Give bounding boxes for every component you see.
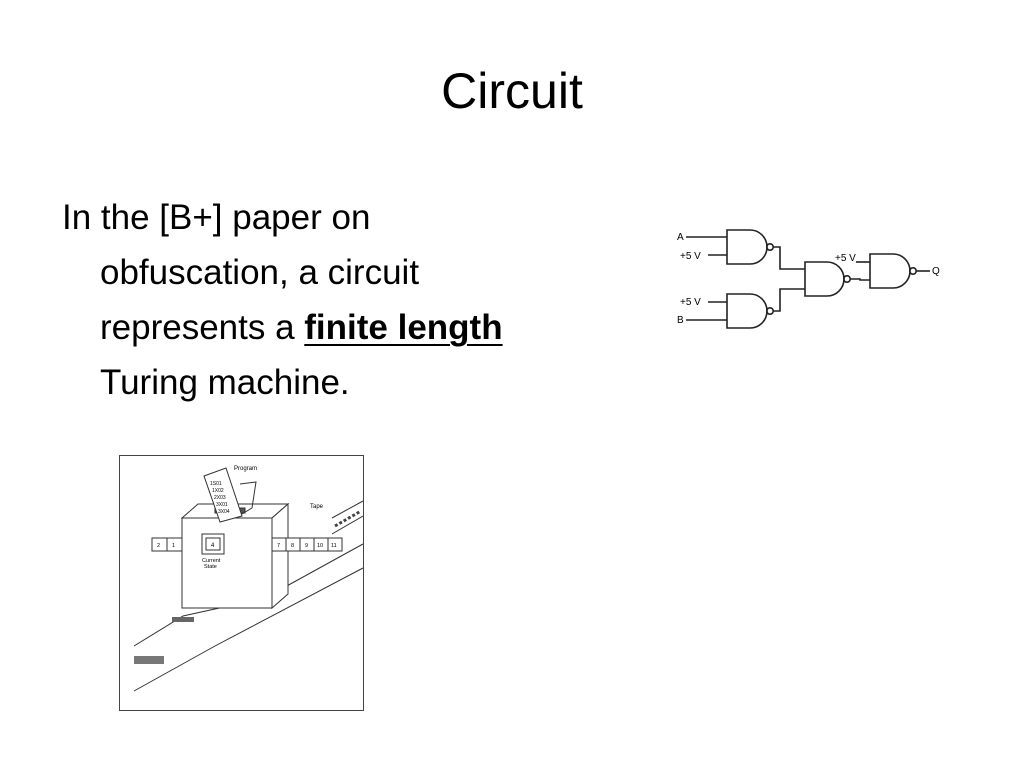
state-label-state: State [204, 564, 217, 570]
nand-gate-middle [804, 261, 845, 297]
slide-title: Circuit [441, 63, 583, 119]
program-line-2: 1X02 [212, 488, 224, 494]
tape-label: Tape [310, 504, 324, 510]
floor-back-edge [133, 567, 363, 692]
body-line-3-text: represents a [100, 308, 305, 347]
nand-gate-bottom [726, 293, 768, 329]
state-label-current: Current [202, 558, 221, 564]
vcc-top-label: +5 V [680, 251, 701, 262]
tape-cell-left-2: 1 [172, 543, 175, 549]
tape-cell-right-1: 7 [277, 543, 280, 549]
tape-cell-right-5: 11 [331, 543, 337, 549]
body-line-4: Turing machine. [100, 363, 350, 402]
nand-gate-top [726, 229, 768, 265]
slide-body-text: In the [B+] paper on obfuscation, a circ… [62, 190, 602, 410]
turing-machine-illustration: Program 1S01 1X02 2X03 3X01 3X04 Tape 4 … [119, 455, 364, 711]
tape-cell-right-4: 10 [317, 543, 323, 549]
tape-cell-right-2: 8 [291, 543, 294, 549]
program-line-4: 3X01 [216, 502, 228, 508]
tape-cell-left-1: 2 [157, 543, 160, 549]
emphasis-finite-length: finite length [304, 308, 503, 347]
output-q-label: Q [932, 266, 940, 277]
machine-box [181, 517, 273, 609]
tape-strip [331, 500, 363, 519]
program-label: Program [234, 466, 257, 472]
body-line-1: In the [B+] paper on [62, 198, 371, 237]
nand-circuit-svg: A +5 V +5 V B +5 V Q [677, 229, 940, 329]
turing-machine-svg: Program 1S01 1X02 2X03 3X01 3X04 Tape 4 … [133, 466, 363, 692]
program-paper [203, 467, 243, 523]
nand-circuit-diagram: A +5 V +5 V B +5 V Q [672, 222, 952, 332]
body-line-3: represents a finite length [62, 300, 602, 355]
body-line-2: obfuscation, a circuit [100, 253, 420, 292]
program-line-3: 2X03 [214, 495, 226, 501]
vcc-middle-label: +5 V [835, 253, 856, 264]
state-value: 4 [211, 543, 215, 549]
input-b-label: B [677, 315, 684, 326]
input-a-label: A [677, 232, 684, 243]
nand-gate-output [869, 253, 911, 289]
tape-cell-right-3: 9 [305, 543, 308, 549]
vcc-bottom-label: +5 V [680, 297, 701, 308]
program-line-5: 3X04 [218, 509, 230, 515]
program-line-1: 1S01 [210, 481, 222, 487]
